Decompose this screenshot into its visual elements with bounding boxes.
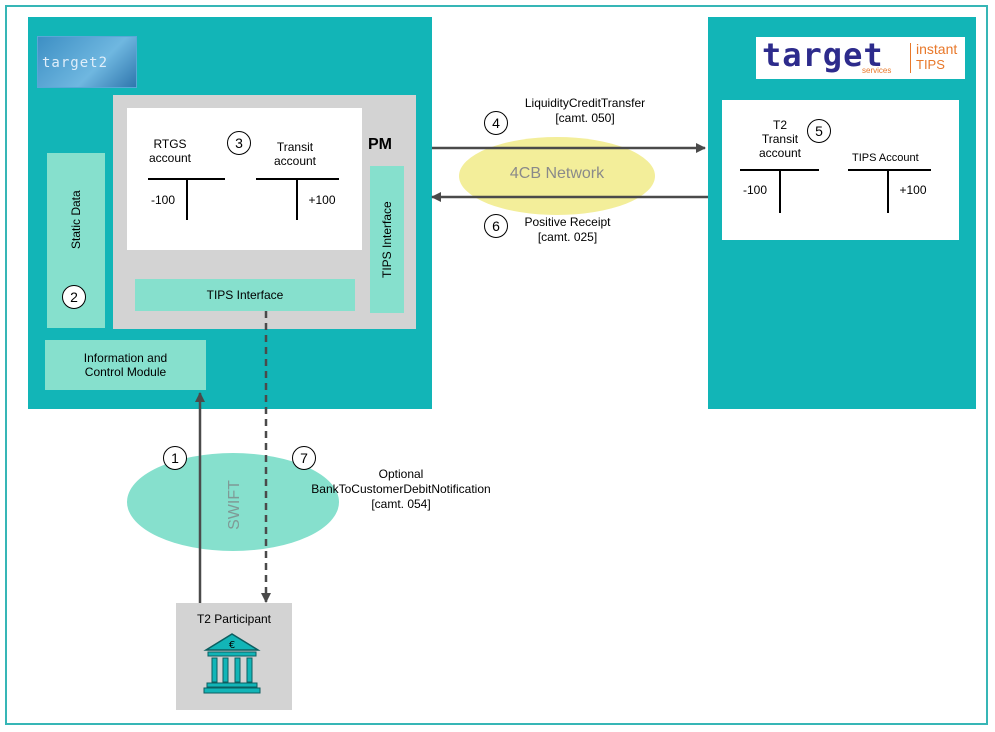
logo-tips-text: TIPS — [916, 57, 945, 72]
tips-interface-vertical: TIPS Interface — [370, 166, 404, 313]
target-services-logo: target services instant TIPS — [756, 36, 965, 79]
diagram-frame — [5, 5, 988, 725]
t2-account-value: -100 — [742, 183, 768, 197]
4cb-network-ellipse — [459, 137, 655, 215]
logo-target-text: target — [762, 36, 884, 74]
svg-text:€: € — [229, 640, 235, 651]
step-4-marker: 4 — [484, 111, 508, 135]
liquidity-credit-transfer-label: LiquidityCreditTransfer [camt. 050] — [524, 96, 646, 125]
tips-t-account-top — [848, 169, 931, 171]
transit-account-value: +100 — [308, 193, 336, 207]
target2-logo: target2 — [37, 36, 137, 88]
target2-logo-text: target2 — [42, 55, 109, 71]
transit-t-account-stem — [296, 178, 298, 220]
step-7-marker: 7 — [292, 446, 316, 470]
rtgs-account-label: RTGS account — [148, 137, 192, 165]
step-3-marker: 3 — [227, 131, 251, 155]
4cb-network-label: 4CB Network — [509, 165, 605, 182]
step-1-marker: 1 — [163, 446, 187, 470]
tips-account-value: +100 — [899, 183, 927, 197]
tips-account-label: TIPS Account — [852, 152, 919, 164]
bank-euro-icon: € — [203, 633, 261, 694]
rtgs-t-account-stem — [186, 178, 188, 220]
t2-transit-account-label: T2 Transit account — [758, 118, 802, 160]
t2-participant-label: T2 Participant — [196, 612, 272, 626]
tips-t-account-stem — [887, 169, 889, 213]
logo-instant-text: instant — [916, 41, 958, 57]
positive-receipt-label: Positive Receipt [camt. 025] — [524, 215, 611, 244]
optional-debit-notification-label: Optional BankToCustomerDebitNotification… — [311, 467, 491, 511]
logo-divider — [910, 43, 911, 73]
tips-interface-horizontal: TIPS Interface — [135, 279, 355, 311]
logo-services-text: services — [862, 66, 892, 75]
step-2-marker: 2 — [62, 285, 86, 309]
information-control-module: Information and Control Module — [45, 340, 206, 390]
step-5-marker: 5 — [807, 119, 831, 143]
t2-t-account-stem — [779, 169, 781, 213]
step-6-marker: 6 — [484, 214, 508, 238]
rtgs-account-value: -100 — [150, 193, 176, 207]
transit-account-label: Transit account — [273, 140, 317, 168]
pm-label: PM — [368, 136, 392, 153]
